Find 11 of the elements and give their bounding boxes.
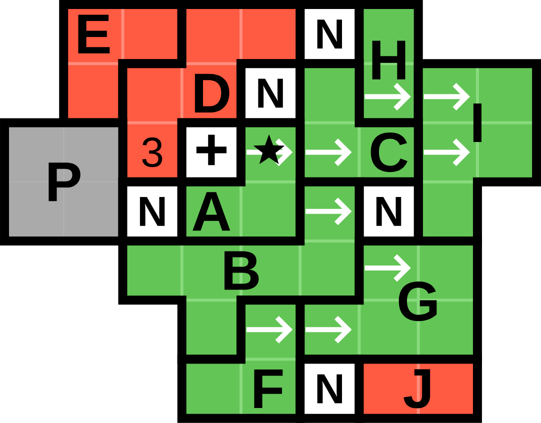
- node-label: F: [254, 370, 283, 408]
- number-label: 3: [142, 137, 162, 168]
- map-region: J: [354, 354, 482, 423]
- node-label: B: [224, 251, 259, 290]
- map-region: F: [177, 296, 305, 423]
- node-label: I: [473, 103, 482, 142]
- map-region: G: [296, 236, 482, 364]
- map-region: P: [0, 118, 128, 246]
- map-tile: N: [296, 354, 364, 423]
- node-label: D: [194, 74, 230, 112]
- node-label: E: [78, 14, 110, 54]
